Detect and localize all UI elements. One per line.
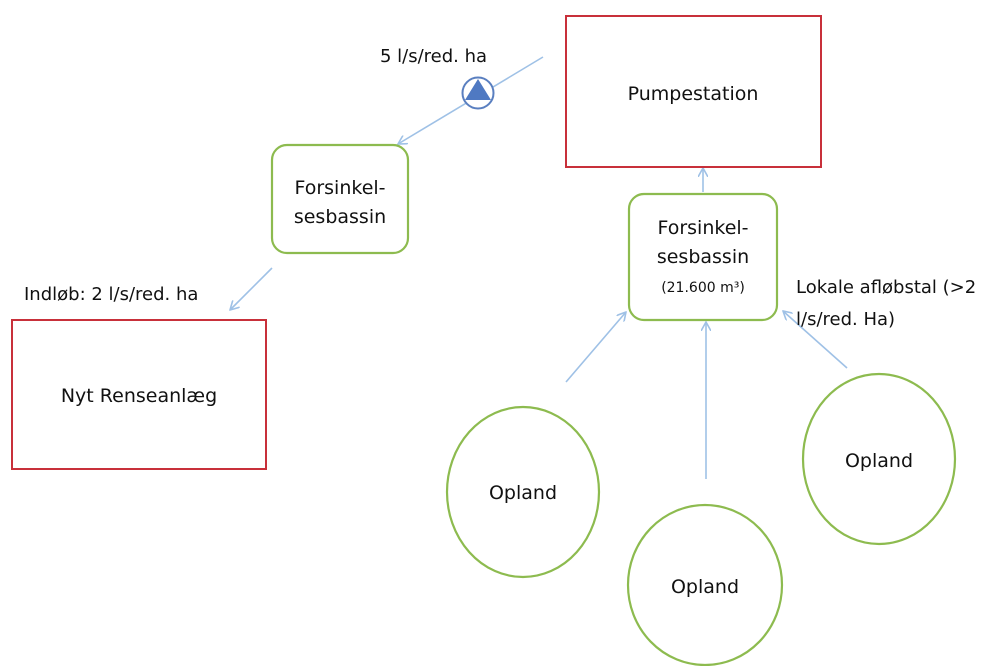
opland-left-circle	[445, 405, 601, 579]
local-runoff-annotation-line2: l/s/red. Ha)	[796, 309, 895, 330]
basin-left-line2: sesbassin	[294, 206, 386, 228]
opland-right-label: Opland	[845, 450, 913, 472]
basin-left-node: Forsinkel- sesbassin	[270, 143, 410, 255]
pump-rate-annotation: 5 l/s/red. ha	[380, 46, 487, 67]
inflow-annotation: Indløb: 2 l/s/red. ha	[24, 284, 198, 305]
opland-middle-circle	[626, 503, 784, 666]
basin-right-node: Forsinkel- sesbassin (21.600 m³)	[627, 192, 779, 322]
basin-right-box	[627, 192, 779, 322]
arrow-opland-right-to-basin	[783, 311, 848, 369]
local-runoff-annotation-line1: Lokale afløbstal (>2	[796, 277, 976, 298]
pumpestation-node: Pumpestation	[565, 15, 822, 168]
arrow-basin-left-to-renseanlaeg	[230, 267, 273, 310]
pumpestation-box	[565, 15, 822, 168]
renseanlaeg-label: Nyt Renseanlæg	[61, 385, 217, 407]
opland-left-label: Opland	[489, 482, 557, 504]
opland-right-node: Opland	[801, 372, 957, 546]
opland-right-circle	[801, 372, 957, 546]
opland-middle-label: Opland	[671, 576, 739, 598]
renseanlaeg-box	[11, 319, 267, 470]
basin-right-line1: Forsinkel-	[657, 217, 748, 239]
basin-right-volume: (21.600 m³)	[661, 280, 745, 296]
pump-icon-triangle	[465, 79, 491, 100]
pump-triangle-icon	[461, 76, 495, 110]
basin-left-line1: Forsinkel-	[294, 177, 385, 199]
opland-left-node: Opland	[445, 405, 601, 579]
pumpestation-label: Pumpestation	[628, 83, 759, 105]
arrow-opland-left-to-basin	[565, 312, 626, 383]
renseanlaeg-node: Nyt Renseanlæg	[11, 319, 267, 470]
opland-middle-node: Opland	[626, 503, 784, 666]
basin-left-box	[270, 143, 410, 255]
basin-right-line2: sesbassin	[657, 246, 749, 268]
